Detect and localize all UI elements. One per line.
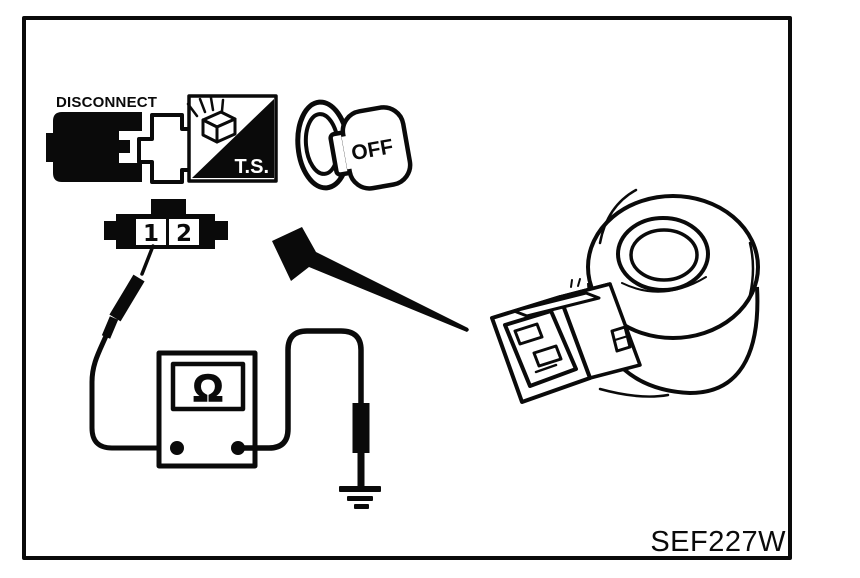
plug-latch (512, 291, 601, 318)
tester-connector-glyph (186, 96, 237, 144)
ground-symbol (339, 486, 381, 509)
figure-code: SEF227W (650, 526, 786, 558)
probe-grip-left (109, 274, 145, 322)
plug-terminal-upper (513, 322, 544, 346)
ohmmeter-display (170, 361, 246, 412)
tester-triangle (192, 99, 274, 178)
pointer-arrow (272, 227, 469, 332)
sensor-harness-connector: 1 2 (104, 199, 228, 249)
probe-lead-right (235, 328, 381, 509)
meter-terminal-left (170, 441, 184, 455)
sensor-connector-plug (490, 278, 642, 404)
circuit-tester-icon: T.S. (186, 94, 278, 183)
pin-1-label: 1 (143, 221, 159, 247)
disconnect-connector-icon (46, 112, 201, 184)
probe-lead-left (89, 244, 174, 451)
ignition-off-icon: OFF (295, 99, 413, 191)
pin-2-cavity (169, 219, 199, 245)
plug-terminal-lower (532, 344, 563, 368)
figure-frame (22, 16, 792, 560)
pin-1-cavity (136, 219, 166, 245)
knock-sensor-illustration (490, 188, 760, 404)
ohm-symbol: Ω (193, 368, 223, 410)
pin-2-label: 2 (176, 221, 192, 247)
tester-label: T.S. (235, 156, 269, 178)
disconnect-label: DISCONNECT (56, 94, 157, 111)
